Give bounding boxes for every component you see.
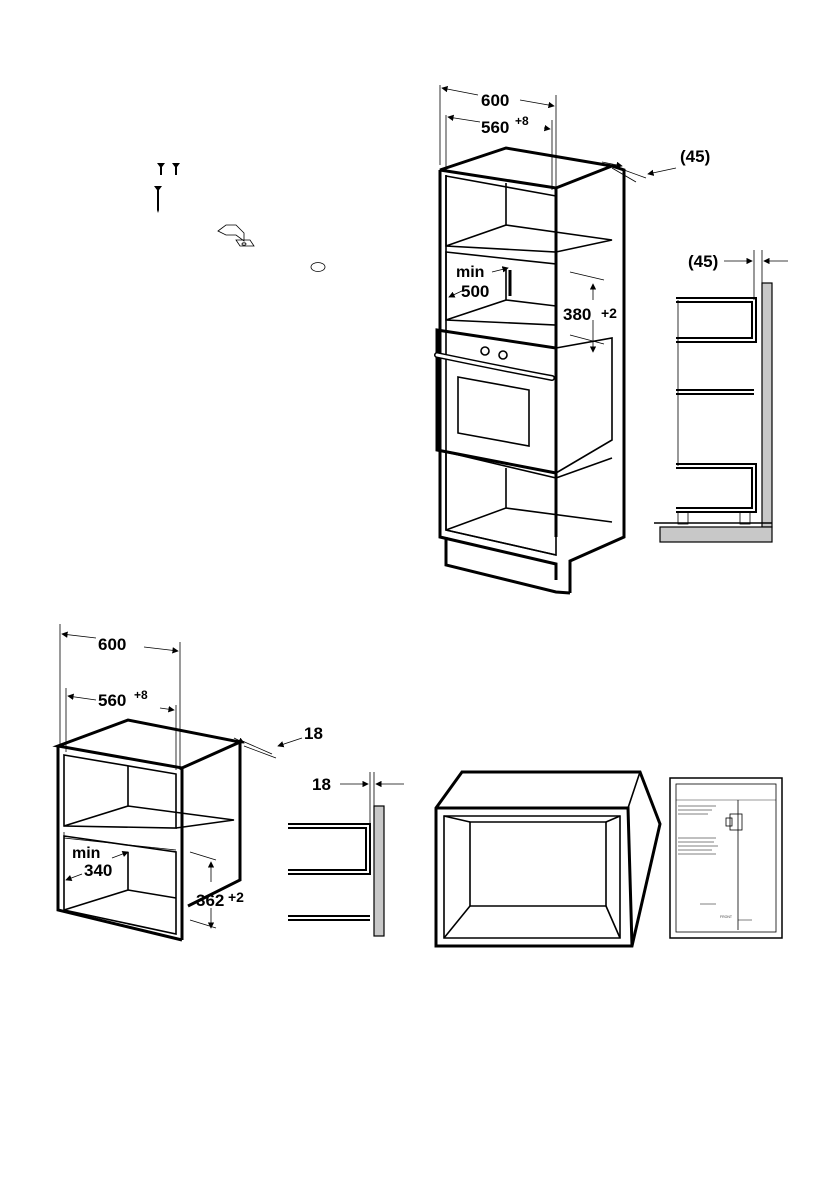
wall-width-inner-tolerance: +8 xyxy=(134,688,148,702)
trim-frame-drawing xyxy=(436,772,660,946)
wall-cabinet-drawing xyxy=(58,624,302,940)
side-detail-gap: (45) xyxy=(688,252,718,271)
template-front-label: FRONT xyxy=(720,915,733,919)
wall-side-detail-gap: 18 xyxy=(312,775,331,794)
tall-width-outer: 600 xyxy=(481,91,509,110)
tall-niche-depth: 500 xyxy=(461,282,489,301)
wall-width-inner: 560 xyxy=(98,691,126,710)
wall-side-detail-drawing xyxy=(288,772,404,936)
wall-width-outer: 600 xyxy=(98,635,126,654)
mounting-template-sheet xyxy=(670,778,782,938)
tall-niche-height: 380 xyxy=(563,305,591,324)
washer-icon xyxy=(311,263,325,272)
tall-width-inner-tolerance: +8 xyxy=(515,114,529,128)
tall-niche-min-label: min xyxy=(456,264,484,281)
long-screw-icon xyxy=(154,186,162,213)
tall-side-gap: (45) xyxy=(680,147,710,166)
accessories xyxy=(154,163,325,272)
wall-niche-depth: 340 xyxy=(84,861,112,880)
wall-niche-height: 362 xyxy=(196,891,224,910)
short-screw-icon xyxy=(157,163,180,175)
tall-width-inner: 560 xyxy=(481,118,509,137)
bracket-icon xyxy=(218,225,254,246)
side-detail-drawing xyxy=(654,250,788,542)
wall-niche-height-tolerance: +2 xyxy=(228,889,244,905)
wall-side-gap: 18 xyxy=(304,724,323,743)
tall-cabinet-drawing xyxy=(437,85,676,593)
wall-niche-min-label: min xyxy=(72,845,100,862)
tall-niche-height-tolerance: +2 xyxy=(601,305,617,321)
